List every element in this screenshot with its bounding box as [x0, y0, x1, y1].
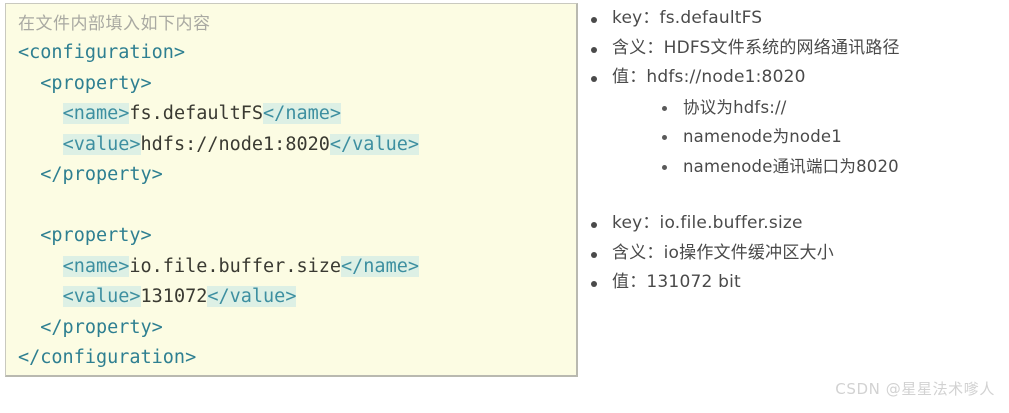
- code-text: fs.defaultFS: [129, 103, 264, 124]
- code-line: <name>io.file.buffer.size</name>: [18, 252, 566, 283]
- code-indent: [18, 103, 63, 124]
- code-text: hdfs://node1:8020: [140, 133, 330, 155]
- code-text: 131072: [140, 286, 208, 307]
- code-line: </configuration>: [18, 343, 566, 374]
- code-tag: </name>: [263, 103, 342, 124]
- code-tag: </property>: [40, 164, 163, 185]
- code-tag: </value>: [207, 286, 297, 307]
- code-line: </property>: [18, 313, 566, 344]
- code-indent: [18, 256, 63, 277]
- code-line: [18, 191, 566, 222]
- code-tag: <value>: [62, 133, 141, 155]
- code-tag: </configuration>: [18, 347, 197, 368]
- code-indent: [18, 164, 40, 185]
- code-line: <configuration>: [18, 38, 566, 69]
- code-text: io.file.buffer.size: [129, 255, 342, 277]
- code-tag: </value>: [329, 133, 419, 155]
- code-tag: <value>: [62, 286, 141, 307]
- code-lines-container: <configuration> <property> <name>fs.defa…: [18, 38, 566, 374]
- code-indent: [18, 73, 40, 94]
- note-sub-bullet-item: namenode为node1: [588, 122, 1009, 152]
- code-line: <name>fs.defaultFS</name>: [18, 99, 566, 130]
- code-tag: <configuration>: [18, 42, 186, 63]
- note-bullet-item: 含义：HDFS文件系统的网络通讯路径: [588, 34, 1009, 64]
- note-bullet-item: 值：131072 bit: [588, 268, 1009, 298]
- note-bullet-item: key：fs.defaultFS: [588, 4, 1009, 34]
- note-sub-bullet-item: 协议为hdfs://: [588, 93, 1009, 123]
- note-bullet-item: 含义：io操作文件缓冲区大小: [588, 239, 1009, 269]
- code-line: <value>131072</value>: [18, 282, 566, 313]
- code-indent: [18, 225, 40, 246]
- code-tag: <property>: [40, 225, 152, 246]
- code-line: </property>: [18, 160, 566, 191]
- code-tag: <property>: [40, 72, 152, 94]
- csdn-watermark: CSDN @星星法术嗲人: [835, 380, 995, 398]
- note-bullet-item: 值：hdfs://node1:8020: [588, 63, 1009, 93]
- code-indent: [18, 286, 63, 307]
- note-sub-bullet-item: namenode通讯端口为8020: [588, 152, 1009, 182]
- code-indent: [18, 317, 40, 338]
- code-panel-caption: 在文件内部填入如下内容: [18, 4, 566, 36]
- note-bullet-item: key：io.file.buffer.size: [588, 209, 1009, 239]
- code-tag: </name>: [341, 255, 419, 277]
- code-tag: <name>: [62, 103, 130, 124]
- code-tag: <name>: [62, 255, 130, 277]
- code-line: <property>: [18, 221, 566, 252]
- xml-config-code-panel: 在文件内部填入如下内容 <configuration> <property> <…: [5, 3, 578, 377]
- code-tag: </property>: [40, 316, 163, 338]
- code-line: <value>hdfs://node1:8020</value>: [18, 130, 566, 161]
- code-line: <property>: [18, 69, 566, 100]
- code-indent: [18, 134, 63, 155]
